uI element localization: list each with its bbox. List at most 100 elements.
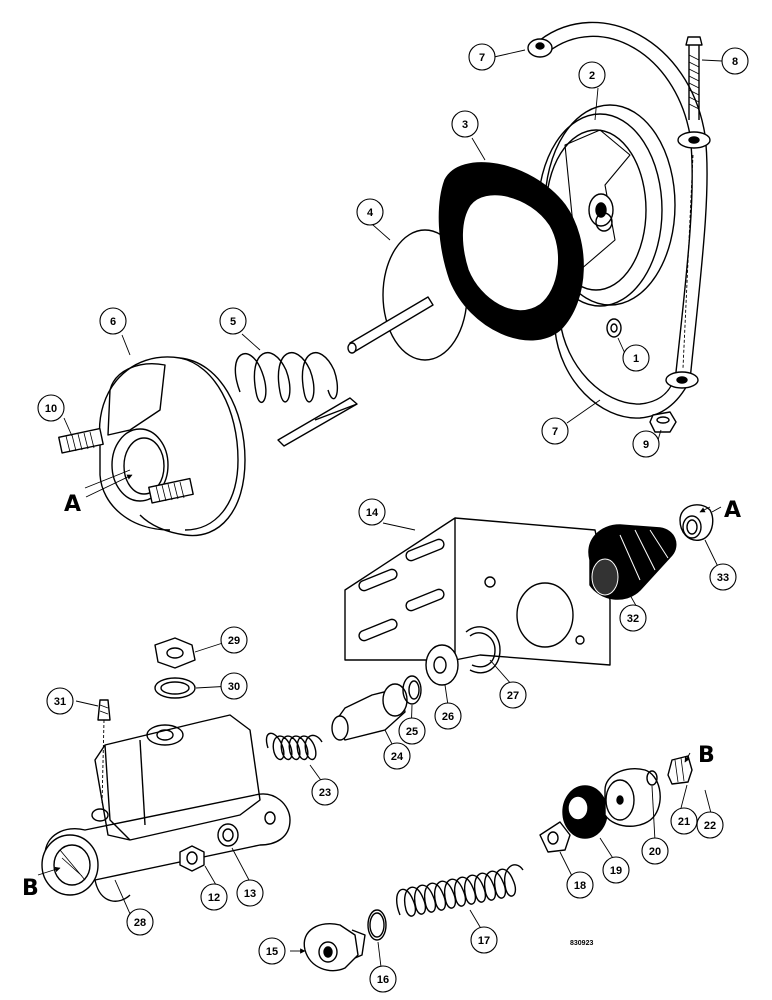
svg-text:19: 19 <box>610 865 622 877</box>
callout-32: 32 <box>619 604 647 632</box>
callout-29: 29 <box>220 626 248 654</box>
svg-text:12: 12 <box>208 892 220 904</box>
callout-22: 22 <box>696 811 724 839</box>
callout-4: 4 <box>356 198 384 226</box>
fitting-22 <box>667 755 693 785</box>
bleeder-screw-31 <box>97 699 111 806</box>
callout-31: 31 <box>46 687 74 715</box>
rubber-boot <box>588 524 677 600</box>
callout-26: 26 <box>434 702 462 730</box>
callout-16: 16 <box>369 965 397 993</box>
svg-text:23: 23 <box>319 787 331 799</box>
nut-33 <box>679 504 714 541</box>
callout-28: 28 <box>126 908 154 936</box>
bolt <box>682 36 703 369</box>
o-ring-16 <box>367 909 387 941</box>
callout-20: 20 <box>641 837 669 865</box>
svg-text:29: 29 <box>228 635 240 647</box>
callout-12: 12 <box>200 883 228 911</box>
callout-23: 23 <box>311 778 339 806</box>
callout-6: 6 <box>99 307 127 335</box>
callout-15: 15 <box>258 937 286 965</box>
callout-7a: 7 <box>468 43 496 71</box>
svg-text:26: 26 <box>442 711 454 723</box>
letter-markers: A A B B <box>22 492 741 901</box>
callout-25: 25 <box>398 717 426 745</box>
svg-text:14: 14 <box>366 507 379 519</box>
svg-text:31: 31 <box>54 696 66 708</box>
svg-text:22: 22 <box>704 820 716 832</box>
svg-text:24: 24 <box>391 751 404 763</box>
callout-1: 1 <box>622 344 650 372</box>
callout-5: 5 <box>219 307 247 335</box>
svg-text:7: 7 <box>479 52 485 64</box>
callout-24: 24 <box>383 742 411 770</box>
svg-text:3: 3 <box>462 119 468 131</box>
svg-text:1: 1 <box>633 353 639 365</box>
svg-text:17: 17 <box>478 935 490 947</box>
svg-text:10: 10 <box>45 403 57 415</box>
svg-text:7: 7 <box>552 426 558 438</box>
nut-12 <box>179 845 205 872</box>
svg-text:21: 21 <box>678 816 690 828</box>
mounting-bracket <box>344 517 611 666</box>
svg-text:13: 13 <box>244 888 256 900</box>
snap-ring-27 <box>465 626 501 674</box>
svg-text:16: 16 <box>377 974 389 986</box>
reference-number: 830923 <box>570 940 593 947</box>
callout-8: 8 <box>721 47 749 75</box>
spring-23 <box>265 732 323 761</box>
plate-and-rod <box>347 229 468 361</box>
svg-text:33: 33 <box>717 572 729 584</box>
callout-27: 27 <box>499 681 527 709</box>
callout-7b: 7 <box>541 417 569 445</box>
piston <box>331 683 408 741</box>
svg-text:5: 5 <box>230 316 236 328</box>
fitting-15 <box>303 923 366 972</box>
filler-cap-29 <box>154 637 196 669</box>
svg-text:25: 25 <box>406 726 418 738</box>
letter-a-left: A <box>64 492 81 517</box>
cup-19 <box>562 785 608 839</box>
callout-3: 3 <box>451 110 479 138</box>
check-plug-1 <box>606 318 622 338</box>
svg-text:8: 8 <box>732 56 738 68</box>
svg-text:18: 18 <box>574 880 586 892</box>
callout-17: 17 <box>470 926 498 954</box>
callout-14: 14 <box>358 498 386 526</box>
clamp-band <box>527 21 711 419</box>
washer-26 <box>425 644 459 686</box>
svg-text:2: 2 <box>589 70 595 82</box>
letter-b-left: B <box>22 876 39 901</box>
callouts: 1 2 3 4 5 6 7 7 8 9 10 12 13 14 15 16 17… <box>37 43 749 993</box>
spring-17 <box>395 864 524 917</box>
diaphragm <box>438 162 584 341</box>
svg-text:30: 30 <box>228 681 240 693</box>
master-cylinder-body <box>41 714 291 902</box>
check-valve-18 <box>539 821 571 853</box>
callout-2: 2 <box>578 61 606 89</box>
callout-21: 21 <box>670 807 698 835</box>
svg-text:15: 15 <box>266 946 278 958</box>
callout-10: 10 <box>37 394 65 422</box>
svg-text:6: 6 <box>110 316 116 328</box>
return-spring <box>234 352 358 447</box>
callout-9: 9 <box>632 430 660 458</box>
svg-text:32: 32 <box>627 613 639 625</box>
gasket-30 <box>154 677 196 699</box>
svg-text:27: 27 <box>507 690 519 702</box>
svg-text:28: 28 <box>134 917 146 929</box>
nut-9 <box>649 411 677 433</box>
callout-19: 19 <box>602 856 630 884</box>
letter-b-right: B <box>698 743 715 768</box>
stud-10b <box>148 477 194 504</box>
callout-18: 18 <box>566 871 594 899</box>
svg-text:20: 20 <box>649 846 661 858</box>
letter-a-right: A <box>724 498 741 523</box>
housing <box>98 356 246 537</box>
callout-13: 13 <box>236 879 264 907</box>
svg-text:4: 4 <box>367 207 374 219</box>
svg-text:9: 9 <box>643 439 649 451</box>
